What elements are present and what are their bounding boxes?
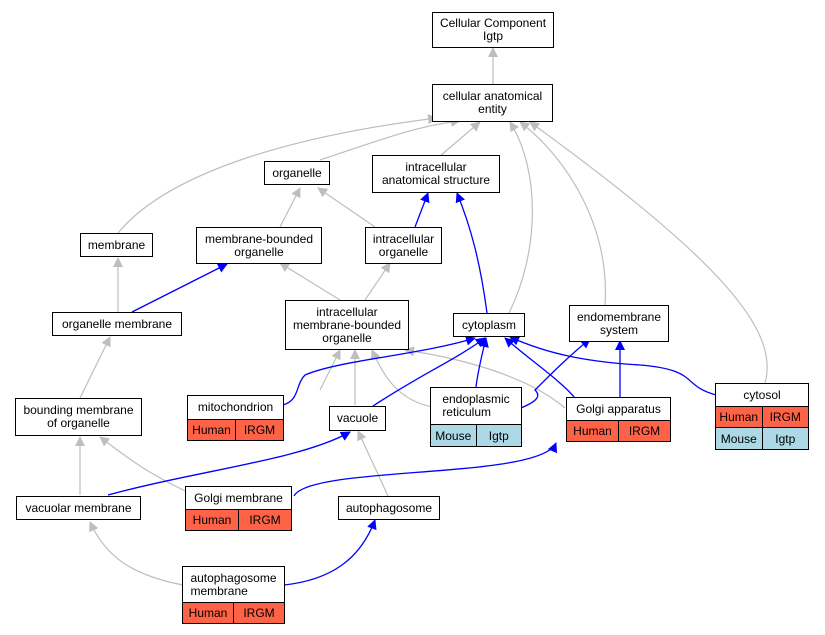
edge-vm-vacuole — [107, 431, 351, 496]
node-cytoplasm[interactable]: cytoplasm — [453, 313, 525, 337]
node-label: autophagosome — [345, 500, 433, 515]
edge-gm-bmo — [99, 436, 199, 498]
node-endoplasmic-reticulum[interactable]: endoplasmic reticulum Mouse Igtp — [430, 387, 522, 447]
annotation-row: Human IRGM — [186, 510, 291, 530]
node-label: Cellular Component Igtp — [439, 16, 547, 43]
species-cell: Mouse — [431, 425, 476, 446]
annotation-row: Human IRGM — [188, 420, 283, 440]
node-label: organelle membrane — [61, 316, 173, 331]
edge-apm-vm — [89, 521, 184, 586]
gene-cell: IRGM — [761, 407, 808, 427]
gene-cell: Igtp — [761, 428, 808, 449]
edge-mbo-organelle — [279, 187, 301, 228]
node-golgi-membrane[interactable]: Golgi membrane Human IRGM — [185, 486, 292, 531]
edge-er-endo — [520, 338, 591, 409]
edge-gm-golgi — [293, 442, 557, 497]
node-membrane[interactable]: membrane — [80, 233, 153, 257]
node-cytosol[interactable]: cytosol Human IRGM Mouse Igtp — [715, 383, 809, 450]
edge-bmo-om — [79, 336, 111, 399]
edge-apm-autophagosome — [283, 519, 377, 586]
node-label: vacuolar membrane — [25, 500, 132, 515]
node-label: vacuole — [336, 411, 379, 425]
node-label: membrane — [87, 237, 146, 252]
species-cell: Human — [183, 603, 233, 623]
edge-er-cytoplasm — [475, 337, 489, 388]
edge-cytosol-cytoplasm — [509, 336, 717, 396]
node-label: intracellular membrane-bounded organelle — [292, 304, 402, 345]
node-label: membrane-bounded organelle — [204, 231, 314, 259]
node-intracellular-organelle[interactable]: intracellular organelle — [365, 227, 442, 264]
edge-cytoplasm-ias — [455, 192, 488, 314]
node-organelle-membrane[interactable]: organelle membrane — [52, 312, 182, 336]
edge-mito-cytoplasm — [282, 335, 476, 406]
edge-om-mbo — [131, 263, 228, 313]
edge-ias-cae — [439, 121, 481, 157]
node-label: endoplasmic reticulum — [431, 388, 521, 425]
node-label: bounding membrane of organelle — [23, 403, 134, 430]
node-membrane-bounded-organelle[interactable]: membrane-bounded organelle — [196, 227, 322, 264]
node-label: intracellular organelle — [372, 231, 435, 259]
gene-cell: IRGM — [238, 510, 291, 530]
edge-io-ias — [414, 192, 430, 228]
species-cell: Human — [567, 421, 618, 441]
edge-vacuole-cytoplasm — [372, 337, 486, 407]
annotation-row: Mouse Igtp — [716, 428, 808, 449]
species-cell: Human — [188, 420, 235, 440]
annotation-row: Mouse Igtp — [431, 425, 521, 446]
edge-io-organelle — [317, 187, 376, 228]
node-label: Golgi membrane — [186, 487, 291, 510]
edge-golgi-imbo — [404, 346, 566, 409]
gene-cell: IRGM — [235, 420, 283, 440]
edge-organelle-cae — [319, 116, 461, 161]
node-cellular-component-igtp[interactable]: Cellular Component Igtp — [432, 12, 554, 48]
node-label: cellular anatomical entity — [442, 89, 543, 116]
node-cellular-anatomical-entity[interactable]: cellular anatomical entity — [432, 84, 553, 122]
node-bounding-membrane-of-organelle[interactable]: bounding membrane of organelle — [15, 398, 142, 436]
node-label: Golgi apparatus — [567, 398, 670, 421]
species-cell: Human — [186, 510, 238, 530]
node-label: endomembrane system — [576, 309, 662, 337]
node-golgi-apparatus[interactable]: Golgi apparatus Human IRGM — [566, 397, 671, 442]
node-vacuole[interactable]: vacuole — [329, 406, 386, 431]
node-label: mitochondrion — [188, 396, 283, 420]
edge-autophagosome-vacuole — [357, 430, 389, 497]
edge-imbo-io — [364, 262, 391, 301]
edge-cytoplasm-cae — [508, 121, 533, 314]
edge-er-imbo — [370, 349, 433, 408]
node-label: intracellular anatomical structure — [381, 160, 491, 187]
node-organelle[interactable]: organelle — [264, 161, 330, 185]
annotation-row: Human IRGM — [183, 603, 284, 623]
annotation-row: Human IRGM — [716, 407, 808, 428]
node-autophagosome[interactable]: autophagosome — [338, 496, 440, 520]
node-intracellular-membrane-bounded-organelle[interactable]: intracellular membrane-bounded organelle — [285, 300, 409, 350]
edge-cytosol-cae — [529, 121, 768, 384]
node-label: organelle — [272, 165, 322, 180]
edge-endo-cae — [519, 121, 607, 306]
node-label: cytoplasm — [461, 317, 517, 332]
node-autophagosome-membrane[interactable]: autophagosome membrane Human IRGM — [182, 566, 285, 624]
node-label: autophagosome membrane — [183, 567, 284, 603]
edge-mito-imbo — [319, 349, 341, 391]
node-endomembrane-system[interactable]: endomembrane system — [569, 305, 669, 342]
species-cell: Mouse — [716, 428, 762, 449]
edge-imbo-mbo — [279, 262, 341, 301]
edge-membrane-cae — [117, 114, 438, 234]
gene-cell: Igtp — [475, 425, 521, 446]
node-label: cytosol — [716, 384, 808, 407]
gene-cell: IRGM — [618, 421, 670, 441]
node-intracellular-anatomical-structure[interactable]: intracellular anatomical structure — [372, 155, 500, 193]
node-vacuolar-membrane[interactable]: vacuolar membrane — [16, 496, 141, 520]
gene-cell: IRGM — [233, 603, 284, 623]
node-mitochondrion[interactable]: mitochondrion Human IRGM — [187, 395, 284, 441]
species-cell: Human — [716, 407, 762, 427]
annotation-row: Human IRGM — [567, 421, 670, 441]
